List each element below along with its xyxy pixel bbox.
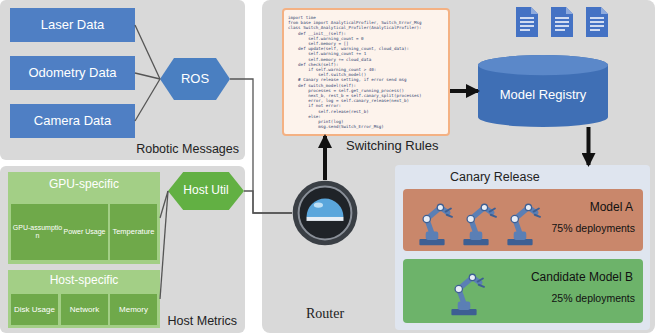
metric-box: Temperature (110, 204, 157, 260)
node-label: GPU-assumption (11, 224, 64, 240)
router-circle: Router (292, 180, 358, 246)
node-label: Camera Data (34, 114, 111, 129)
code-line: # Canary release setting, if error send … (288, 77, 444, 82)
metric-box: GPU-assumption (11, 204, 64, 260)
node-label: Temperature (112, 228, 154, 237)
connector-line (244, 191, 292, 213)
flow-arrow (450, 89, 478, 93)
node-label: Odometry Data (28, 66, 116, 81)
code-line: self.memory += cloud_data (288, 57, 444, 62)
code-line: self.warning_count = 0 (288, 36, 444, 41)
node-label: Model A (590, 201, 633, 215)
code-line: if not error: (288, 103, 444, 108)
code-line: def check(self): (288, 62, 444, 67)
node-label: ROS (181, 72, 209, 87)
code-line: def update(self, warning_count, cloud_da… (288, 46, 444, 51)
code-line: import time (288, 15, 444, 20)
metric-group: GPU-specificGPU-assumptionPower Usage Tem… (8, 172, 160, 264)
code-line: def __init__(self): (288, 31, 444, 36)
node-label: 25% deployments (552, 292, 635, 304)
code-box: import timefrom base import AnalyticalPr… (282, 8, 450, 136)
node-label: Memory (119, 305, 148, 314)
data-box: Odometry Data (10, 56, 135, 90)
code-line: print(log) (288, 119, 444, 124)
connector-line (135, 25, 160, 79)
code-line: if self.warning_count > 40: (288, 67, 444, 72)
connector-line (135, 73, 160, 79)
code-line: from base import AnalyticalProfiler, Swi… (288, 20, 444, 25)
node-label: Model Registry (500, 80, 587, 103)
metric-box: Network (61, 294, 108, 325)
code-line: processes = self.get_running_process() (288, 88, 444, 93)
flow-arrow (323, 136, 327, 180)
node-label: Disk Usage (14, 305, 55, 314)
code-line: self.warning_count += 1 (288, 51, 444, 56)
robot-arms (411, 193, 543, 247)
connector-line (135, 79, 160, 121)
node-label: Router (306, 306, 344, 322)
code-line: def switch_model(self): (288, 83, 444, 88)
node-label: Host Metrics (168, 314, 237, 328)
data-box: Laser Data (10, 8, 135, 42)
node-label: Host Util (183, 184, 228, 198)
node-label: 75% deployments (552, 222, 635, 234)
node-label: Network (70, 305, 99, 314)
code-line: self.memory = [] (288, 41, 444, 46)
metric-box: Power Usage (61, 204, 108, 260)
connector-line (160, 191, 168, 299)
host-util-hexagon: Host Util (168, 172, 244, 210)
node-label: Laser Data (41, 18, 105, 33)
model-box: Candidate Model B 25% deployments (403, 259, 643, 323)
code-line: next_b, rest_b = self.canary_split(proce… (288, 93, 444, 98)
node-label: Switching Rules (346, 139, 439, 154)
metric-group: Host-specificDisk Usage Network Memory (8, 270, 160, 328)
connector-line (230, 79, 292, 213)
node-label: Canary Release (450, 170, 540, 184)
circ-outline (292, 180, 358, 246)
data-box: Camera Data (10, 104, 135, 138)
robot-arm (443, 263, 487, 317)
code-line: self.release(rest_b) (288, 109, 444, 114)
ros-hexagon: ROS (160, 58, 230, 100)
metric-box: Disk Usage (11, 294, 58, 325)
node-label: GPU-specific (8, 178, 160, 192)
metric-box: Memory (110, 294, 157, 325)
canary-panel: Canary Release Model A 75% deployments Ca… (395, 165, 650, 330)
model-box: Model A 75% deployments (403, 189, 643, 251)
code-line: class Switch_Analytical_Profiler(Analyti… (288, 25, 444, 30)
code-line: else: (288, 114, 444, 119)
code-line: error, log = self.canary_release(next_b) (288, 98, 444, 103)
flow-arrow (587, 127, 591, 165)
code-line: self.switch_model() (288, 72, 444, 77)
node-label: Robotic Messages (136, 142, 239, 156)
registry-cylinder: Model Registry (478, 55, 608, 127)
node-label: Power Usage (63, 228, 105, 236)
node-label: Host-specific (8, 274, 160, 288)
node-label: Candidate Model B (531, 271, 633, 285)
code-line: msg.send(Switch_Error_Msg) (288, 124, 444, 129)
